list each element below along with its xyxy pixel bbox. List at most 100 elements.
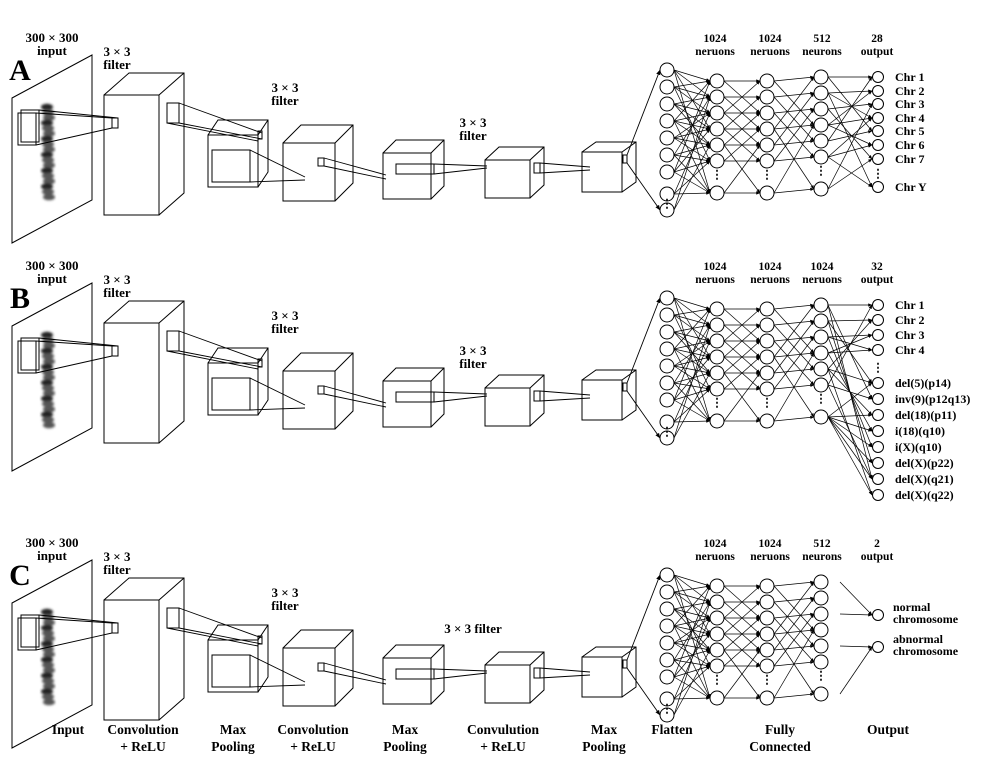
neuron-node bbox=[813, 117, 829, 133]
connector-line bbox=[433, 395, 488, 403]
neuron-node bbox=[709, 642, 725, 658]
conv3-volume bbox=[484, 651, 545, 704]
connection-arrow bbox=[773, 303, 815, 310]
connection-arrow bbox=[723, 340, 761, 374]
neuron-node bbox=[709, 105, 725, 121]
box-edge bbox=[430, 139, 445, 154]
connection-arrow bbox=[827, 144, 873, 158]
connection-arrow bbox=[827, 92, 873, 119]
ellipsis-dots: ⋮ bbox=[761, 396, 773, 409]
output-node bbox=[872, 181, 884, 193]
output-label: Chr 6 bbox=[895, 138, 924, 152]
neuron-node bbox=[813, 590, 829, 606]
connection-arrow bbox=[673, 79, 711, 88]
connector-line bbox=[35, 632, 113, 651]
connection-arrow bbox=[673, 340, 711, 350]
connection-arrow bbox=[673, 356, 711, 367]
connection-arrow bbox=[827, 384, 873, 400]
neuron-node bbox=[709, 381, 725, 397]
connection-arrow bbox=[827, 416, 873, 496]
connector-line bbox=[38, 109, 119, 119]
chromosome-band bbox=[41, 183, 53, 190]
input-size-label: 300 × 300 bbox=[26, 30, 79, 45]
filter-target bbox=[111, 345, 119, 357]
connection-arrow bbox=[673, 642, 711, 667]
stage-label: Output bbox=[867, 722, 910, 737]
neuron-node bbox=[659, 307, 675, 323]
filter-label: 3 × 3 filter bbox=[444, 621, 502, 636]
connection-arrow bbox=[827, 413, 873, 418]
stage-label: Convolution bbox=[107, 722, 179, 737]
stage-label: Pooling bbox=[582, 739, 626, 754]
connector-line bbox=[323, 393, 387, 408]
chromosome-band bbox=[42, 353, 54, 360]
neuron-node bbox=[759, 137, 775, 153]
box-edge bbox=[430, 644, 445, 659]
output-label: Chr 4 bbox=[895, 111, 924, 125]
connection-arrow bbox=[773, 596, 815, 603]
neuron-node bbox=[709, 690, 725, 706]
conv2-volume bbox=[282, 124, 354, 202]
connector-line bbox=[433, 163, 488, 167]
connection-arrow bbox=[673, 659, 711, 699]
neuron-node bbox=[759, 89, 775, 105]
chromosome-band bbox=[43, 406, 55, 413]
filter-label: filter bbox=[271, 598, 299, 613]
chromosome-band bbox=[43, 651, 55, 658]
output-node bbox=[872, 314, 884, 326]
stage-label: Connected bbox=[749, 739, 811, 754]
connector-line bbox=[178, 627, 263, 645]
connector-line bbox=[178, 122, 263, 140]
layer-header: 1024 bbox=[759, 33, 782, 45]
input-size-label: input bbox=[37, 43, 67, 58]
ellipsis-dots: ⋮ bbox=[872, 167, 884, 180]
connector-line bbox=[433, 672, 488, 680]
connection-arrow bbox=[673, 633, 711, 644]
output-node bbox=[872, 457, 884, 469]
output-node bbox=[872, 409, 884, 421]
connection-arrow bbox=[773, 367, 815, 374]
flatten-arrow bbox=[626, 667, 661, 716]
connection-arrow bbox=[723, 96, 761, 130]
pool-window bbox=[395, 391, 435, 403]
flatten-arrow bbox=[626, 162, 661, 211]
neuron-node bbox=[813, 409, 829, 425]
chromosome-band bbox=[43, 619, 55, 626]
output-label: Chr 5 bbox=[895, 124, 924, 138]
connection-arrow bbox=[827, 92, 873, 188]
output-node bbox=[872, 112, 884, 124]
chromosome-band bbox=[43, 358, 55, 365]
neuron-node bbox=[759, 610, 775, 626]
connection-arrow bbox=[773, 629, 815, 699]
neuron-node bbox=[813, 638, 829, 654]
connection-arrow bbox=[839, 613, 873, 617]
connection-arrow bbox=[673, 86, 711, 114]
connection-arrow bbox=[673, 144, 711, 211]
chromosome-image bbox=[41, 103, 55, 201]
chromosome-band bbox=[41, 688, 53, 695]
connection-arrow bbox=[723, 112, 761, 146]
pool-window bbox=[211, 377, 251, 411]
conv3-volume bbox=[484, 374, 545, 427]
ellipsis-dots: ⋮ bbox=[661, 197, 673, 210]
pool1-volume bbox=[207, 624, 269, 693]
connection-arrow bbox=[773, 139, 815, 146]
connection-arrow bbox=[673, 574, 711, 603]
output-node bbox=[872, 98, 884, 110]
output-node bbox=[872, 139, 884, 151]
chromosome-image bbox=[41, 331, 55, 429]
connection-arrow bbox=[673, 103, 711, 114]
box-edge bbox=[621, 369, 637, 381]
input-plane bbox=[11, 559, 93, 749]
connection-arrow bbox=[673, 585, 711, 678]
connection-arrow bbox=[773, 320, 815, 374]
filter-label: filter bbox=[271, 93, 299, 108]
receptive-field bbox=[20, 109, 40, 143]
connector-line bbox=[249, 179, 306, 183]
neuron-node bbox=[709, 73, 725, 89]
neuron-node bbox=[709, 333, 725, 349]
filter-label: filter bbox=[103, 562, 131, 577]
stage-label: Flatten bbox=[651, 722, 693, 737]
output-label: Chr 4 bbox=[895, 343, 924, 357]
